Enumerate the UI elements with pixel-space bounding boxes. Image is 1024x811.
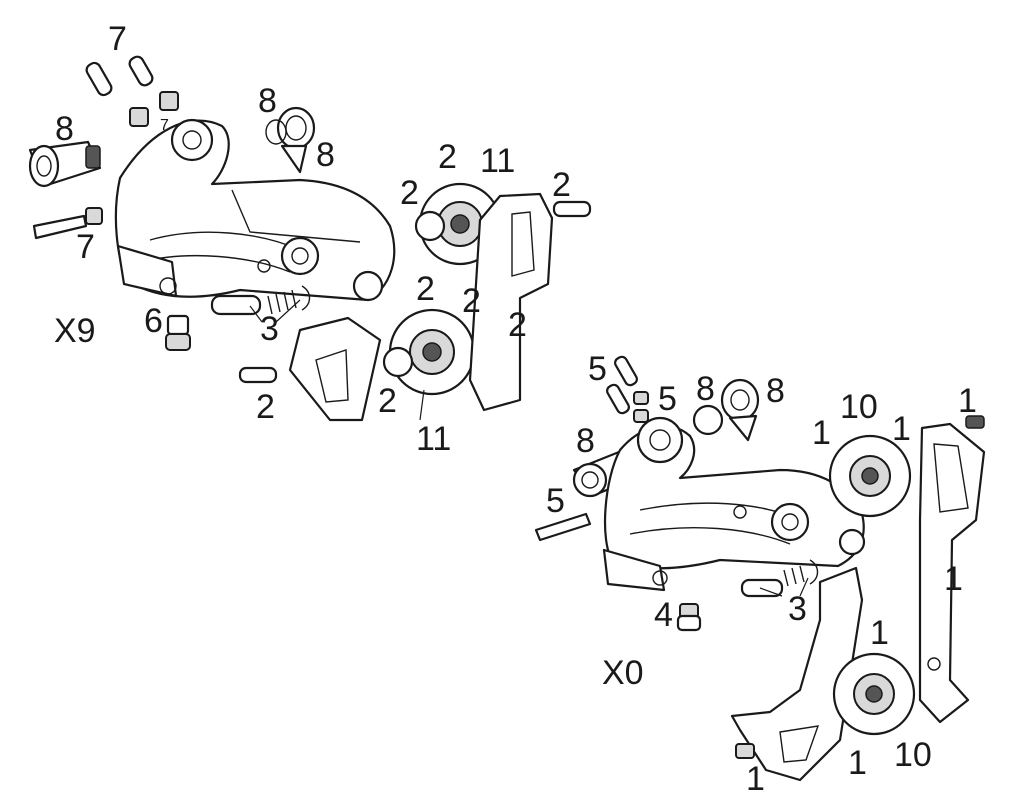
x0-outer-cage-plate — [918, 422, 986, 724]
callout: 4 — [654, 596, 673, 634]
model-label-x0: X0 — [602, 654, 644, 692]
x9-callouts: 7 7 8 7 8 8 2 11 2 2 2 2 2 2 11 2 3 6 — [55, 20, 571, 458]
x0-cage-bolts — [735, 415, 985, 759]
callout: 1 — [958, 382, 977, 420]
callout: 1 — [812, 414, 831, 452]
x9-main-body — [114, 118, 396, 302]
callout: 2 — [400, 174, 419, 212]
callout: 2 — [416, 270, 435, 308]
callout: 5 — [546, 482, 565, 520]
x9-lower-pulley — [382, 308, 476, 396]
x0-leader-lines — [759, 577, 809, 597]
callout: 10 — [894, 736, 932, 774]
callout: 11 — [480, 142, 515, 180]
x9-cage-bolts — [238, 200, 592, 384]
callout: 1 — [944, 560, 963, 598]
x9-cage-plates — [288, 192, 554, 422]
callout: 8 — [316, 136, 335, 174]
x0-derailleur — [534, 355, 986, 782]
x9-pivot-bushing — [28, 140, 102, 188]
x0-lower-pulley — [832, 652, 916, 736]
callout: 1 — [892, 410, 911, 448]
callout: 7 — [76, 228, 95, 266]
callout: 10 — [840, 388, 878, 426]
callout: 2 — [438, 138, 457, 176]
callout: 3 — [788, 590, 807, 628]
callout: 2 — [378, 382, 397, 420]
callout: 2 — [462, 282, 481, 320]
x0-limit-screws — [606, 355, 649, 423]
callout: 3 — [260, 310, 279, 348]
x9-leader-lines — [249, 299, 425, 421]
x9-cage-bushing — [265, 106, 316, 174]
callout: 1 — [870, 614, 889, 652]
callout: 8 — [258, 82, 277, 120]
x9-b-tension-bolt — [165, 314, 191, 351]
x0-main-body — [602, 416, 866, 592]
callout: 7 — [160, 117, 169, 134]
callout: 2 — [552, 166, 571, 204]
callout: 11 — [416, 420, 451, 458]
x9-mount-bolt — [32, 207, 103, 240]
callout: 5 — [658, 380, 677, 418]
x9-derailleur — [28, 55, 592, 422]
callout: 7 — [108, 20, 127, 58]
callout: 1 — [848, 744, 867, 782]
callout: 2 — [508, 306, 527, 344]
model-label-x9: X9 — [54, 312, 96, 350]
x0-mount-bolt — [534, 512, 592, 542]
callout: 8 — [576, 422, 595, 460]
callout: 2 — [256, 388, 275, 426]
callout: 1 — [746, 760, 765, 798]
x9-limit-screws — [85, 55, 179, 127]
callout: 8 — [766, 372, 785, 410]
x9-spring-assembly — [210, 285, 311, 316]
callout: 5 — [588, 350, 607, 388]
callout: 8 — [55, 110, 74, 148]
callout: 8 — [696, 370, 715, 408]
x0-upper-pulley — [828, 434, 912, 518]
x0-callouts: 5 5 8 8 8 5 10 1 1 1 1 3 4 1 1 10 1 — [546, 350, 977, 798]
callout: 6 — [144, 302, 163, 340]
x0-b-tension-bolt — [676, 603, 702, 632]
